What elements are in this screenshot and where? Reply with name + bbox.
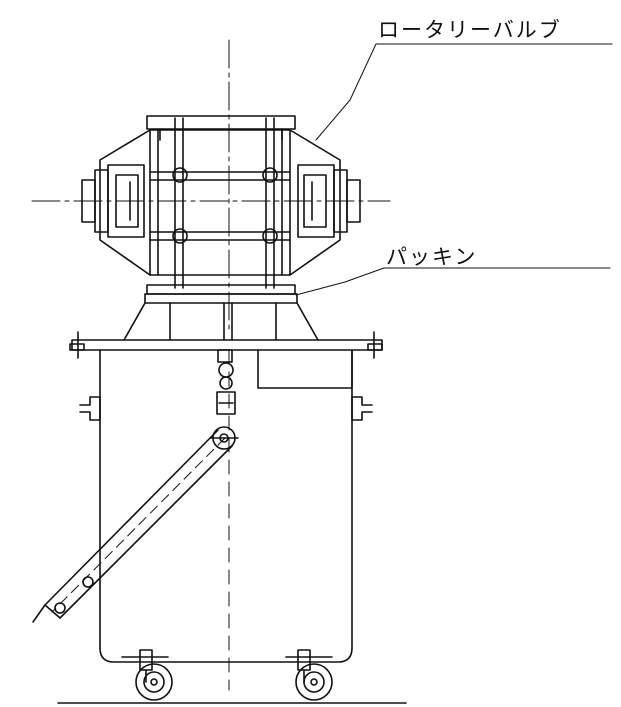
caster-left [122, 650, 172, 700]
chain-hook [210, 350, 238, 449]
lid-plate [70, 332, 382, 388]
bolt [263, 168, 277, 182]
packing [147, 285, 295, 294]
bolt [263, 229, 277, 243]
rotary-valve [82, 116, 360, 303]
rotary-valve-leader [316, 44, 612, 140]
container-drum [80, 350, 372, 662]
caster-right [286, 650, 332, 700]
adapter-hopper [124, 303, 318, 340]
discharge-chute [33, 430, 232, 622]
bolt [173, 168, 187, 182]
outlet-flange [145, 294, 297, 303]
packing-leader [296, 268, 610, 295]
packing-label: パッキン [386, 245, 478, 269]
inlet-flange [147, 116, 295, 129]
rotary-valve-label: ロータリーバルブ [378, 18, 562, 42]
leader-lines [296, 44, 612, 295]
center-lines [32, 40, 390, 330]
bolt [173, 229, 187, 243]
